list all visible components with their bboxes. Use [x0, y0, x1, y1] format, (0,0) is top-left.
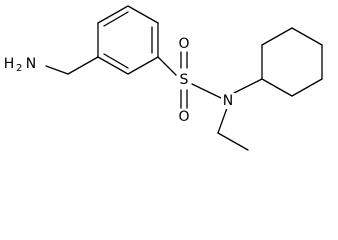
amine-label: H 2 N — [4, 56, 37, 74]
ch2-bond — [67, 56, 99, 75]
cyclohexyl-bond-5 — [291, 78, 323, 97]
nitrogen-label: N — [223, 93, 233, 109]
molecule-structure: H 2 N S O O N — [4, 5, 323, 151]
amine-n-label: N — [26, 56, 36, 72]
ring-sulfur-bond — [157, 56, 177, 76]
n-ch2-bond — [217, 107, 228, 134]
ring-double-bond-3 — [103, 53, 129, 69]
ring-bond-1 — [97, 5, 129, 24]
cyclohexyl-bond-2 — [261, 27, 293, 46]
cyclohexyl-bond-6 — [261, 78, 293, 97]
cyclohexyl-ring — [261, 27, 323, 97]
ring-bond-5 — [97, 56, 129, 75]
ring-bond-2 — [127, 5, 159, 24]
ch2-nh2-bond — [45, 65, 69, 75]
oxygen-top-label: O — [178, 36, 189, 52]
nitrogen-label-bg — [221, 93, 235, 109]
sulfur-label: S — [180, 72, 189, 88]
ring-double-bond-1 — [103, 11, 129, 27]
n-cyclohexyl-bond — [233, 78, 263, 94]
amine-subscript: 2 — [16, 63, 22, 74]
ethyl-ch3-bond — [217, 132, 249, 151]
ring-bond-4 — [127, 56, 159, 75]
sulfur-label-bg — [177, 72, 191, 88]
benzene-ring — [97, 5, 159, 75]
cyclohexyl-bond-3 — [291, 27, 323, 46]
oxygen-bottom-label: O — [178, 109, 189, 125]
s-n-bond — [191, 83, 222, 99]
amine-h-label: H — [4, 56, 15, 72]
